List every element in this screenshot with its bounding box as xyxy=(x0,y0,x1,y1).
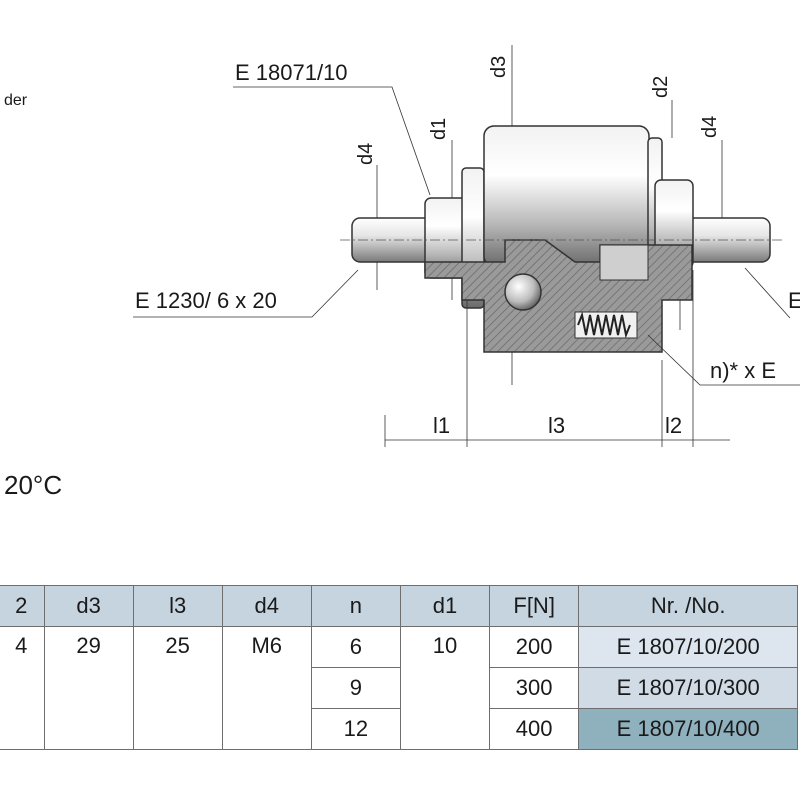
label-l3: l3 xyxy=(548,413,565,438)
header-n: n xyxy=(310,585,401,627)
cell-force: 400 xyxy=(488,708,580,750)
cell-part-number[interactable]: E 1807/10/300 xyxy=(578,667,798,709)
label-d4-left: d4 xyxy=(355,143,377,165)
table-row: 12 400 E 1807/10/400 xyxy=(0,708,798,750)
label-l1: l1 xyxy=(433,413,450,438)
label-e18071: E 18071/10 xyxy=(235,60,348,85)
cell-d4: M6 xyxy=(221,626,312,750)
cell-n: 6 xyxy=(310,626,401,668)
header-d4: d4 xyxy=(221,585,312,627)
technical-drawing: E 18071/10 E 1230/ 6 x 20 E n)* x E d3 d… xyxy=(133,45,800,447)
cell-n: 12 xyxy=(310,708,401,750)
cell-force: 200 xyxy=(488,626,580,668)
header-l3: l3 xyxy=(132,585,223,627)
header-force: F[N] xyxy=(488,585,580,627)
header-d1: d1 xyxy=(399,585,491,627)
label-l2: l2 xyxy=(665,413,682,438)
cut-off-text-fragment: der xyxy=(4,92,28,109)
header-part-number: Nr. /No. xyxy=(578,585,798,627)
header-d3: d3 xyxy=(43,585,134,627)
cell-l3: 25 xyxy=(132,626,223,750)
table-row: 4 29 25 M6 6 10 200 E 1807/10/200 xyxy=(0,626,798,750)
label-d2: d2 xyxy=(650,76,672,98)
cell-d3: 29 xyxy=(43,626,134,750)
label-e1230: E 1230/ 6 x 20 xyxy=(135,288,277,313)
cell-l2: 4 xyxy=(0,626,45,750)
detent-ball xyxy=(504,273,542,311)
dimension-lines xyxy=(376,45,730,447)
spec-table: 2 d3 l3 d4 n d1 F[N] Nr. /No. 4 29 25 M6… xyxy=(0,585,798,750)
cell-part-number[interactable]: E 1807/10/200 xyxy=(578,626,798,668)
table-row: 9 300 E 1807/10/300 xyxy=(0,667,798,709)
cell-d1: 10 xyxy=(399,626,491,750)
cell-part-number[interactable]: E 1807/10/400 xyxy=(578,708,798,750)
label-spring-note: n)* x E xyxy=(710,358,776,383)
compression-spring xyxy=(577,311,631,339)
temperature-fragment: 20°C xyxy=(4,470,63,500)
label-right-e: E xyxy=(788,288,800,313)
label-d4-right: d4 xyxy=(699,116,721,138)
cell-force: 300 xyxy=(488,667,580,709)
label-d1: d1 xyxy=(428,118,450,140)
leader-lines xyxy=(133,86,800,386)
header-l2: 2 xyxy=(0,585,45,627)
cell-n: 9 xyxy=(310,667,401,709)
label-d3: d3 xyxy=(488,56,510,78)
inner-race xyxy=(599,244,649,281)
